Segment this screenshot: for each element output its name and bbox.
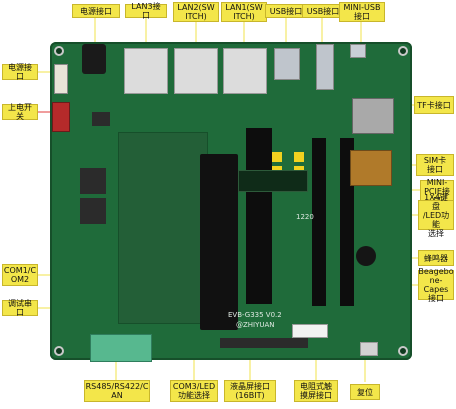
mounting-hole [54,46,64,56]
buzzer [356,246,376,266]
rs485-terminal-block [90,334,152,362]
chip [80,198,106,224]
mounting-hole [54,346,64,356]
callout-top-lan3: LAN3接口 [125,2,167,20]
mini-pcie-slot [238,170,308,192]
mounting-hole [398,346,408,356]
callout-bottom-touch: 电阻式触 摸屏接口 [294,380,338,402]
lcd-connector [220,338,308,348]
callout-top-usb2: USB接口 [302,4,344,18]
callout-top-usb1: USB接口 [265,4,307,18]
callout-left-power: 电源接口 [2,63,38,81]
power-switch [52,102,70,132]
silkscreen-sub: @ZHIYUAN [236,321,275,329]
sim-card-slot [350,150,392,186]
power-connector [54,64,68,94]
mini-usb-port [350,44,366,58]
usb-port-1 [274,48,300,80]
callout-bottom-reset: 复位 [350,384,380,400]
pin-header [246,128,272,304]
usb-port-2 [316,44,334,90]
pcb-board: EVB-G335 V0.2 @ZHIYUAN 1220 [50,42,412,362]
tf-card-slot [352,98,394,134]
callout-top-lan1: LAN1(SW ITCH) [221,2,267,22]
silkscreen-model: EVB-G335 V0.2 [228,311,282,319]
callout-right-capes: Beagebo ne-Capes 接口 [418,267,454,303]
callout-right-tf: TF卡接口 [414,96,454,114]
touch-connector [292,324,328,338]
board-to-board-connector [200,154,238,330]
callout-left-switch: 上电开关 [2,103,38,121]
ethernet-port-lan1 [223,48,267,94]
callout-right-keypad: 1X4键盘 /LED功能 选择 [418,193,454,238]
mounting-hole [398,46,408,56]
callout-right-sim: SIM卡 接口 [416,154,454,176]
ethernet-port-lan3 [124,48,168,94]
jumper [294,152,304,162]
callout-top-mini-usb: MINI-USB 接口 [339,2,385,22]
pin-header [312,138,326,306]
callout-bottom-rs485: RS485/RS422/C AN [84,380,150,402]
ethernet-port-lan2 [174,48,218,94]
jumper [272,152,282,162]
chip [92,112,110,126]
power-jack [82,44,106,74]
callout-bottom-com3: COM3/LED 功能选择 [170,380,218,402]
core-module [118,132,208,324]
reset-button [360,342,378,356]
callout-left-debug: 调试串口 [2,299,38,317]
chip [80,168,106,194]
callout-bottom-lcd: 液晶屏接口 (16BIT) [224,380,276,402]
callout-left-com: COM1/C OM2 [2,264,38,286]
callout-top-power: 电源接口 [72,4,120,18]
silkscreen-chip-id: 1220 [296,213,314,221]
callout-top-lan2: LAN2(SW ITCH) [173,2,219,22]
callout-right-buzzer: 蜂鸣器 [418,250,454,266]
